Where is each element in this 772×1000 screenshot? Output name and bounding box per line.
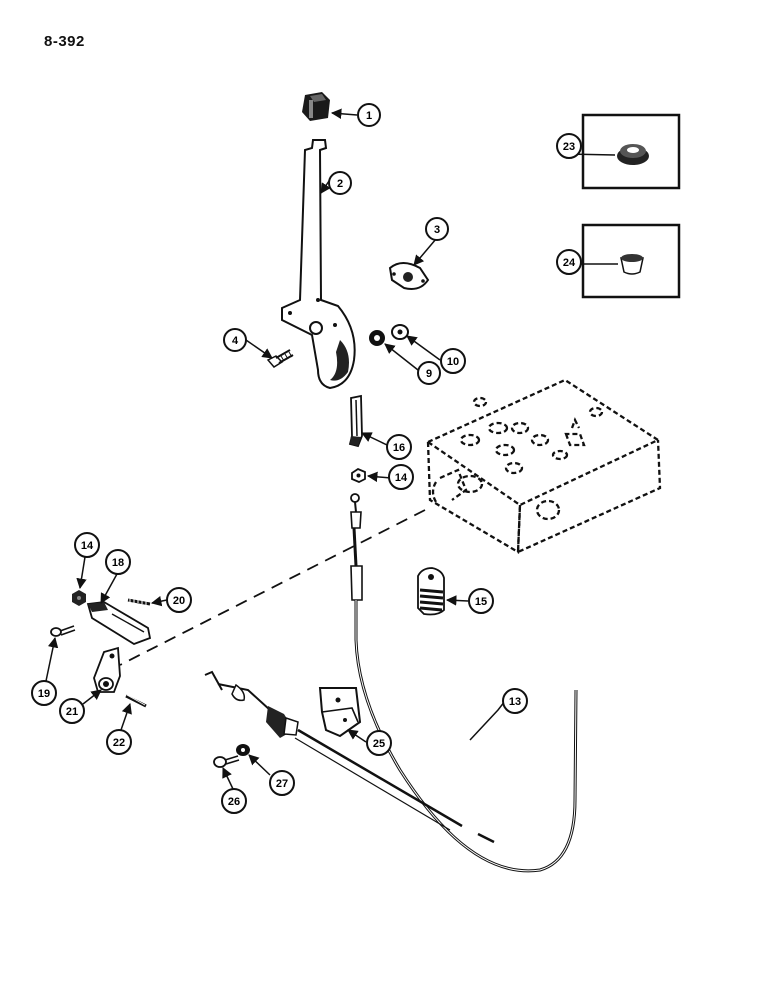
callout-4: 4 bbox=[223, 328, 247, 352]
svg-text:25: 25 bbox=[373, 738, 385, 750]
lever-icon bbox=[281, 139, 356, 390]
svg-text:27: 27 bbox=[276, 778, 288, 790]
inset-box-24 bbox=[581, 223, 681, 299]
callout-14b: 14 bbox=[74, 532, 100, 558]
svg-text:18: 18 bbox=[112, 557, 124, 569]
callout-20: 20 bbox=[166, 587, 192, 613]
valve-body bbox=[425, 378, 662, 554]
callout-24: 24 bbox=[556, 249, 582, 275]
callout-14a: 14 bbox=[388, 464, 414, 490]
svg-text:2: 2 bbox=[337, 178, 343, 190]
boot-icon bbox=[417, 567, 445, 616]
callout-2: 2 bbox=[328, 171, 352, 195]
screw-icon bbox=[213, 755, 240, 768]
bracket-icon bbox=[318, 687, 362, 738]
callout-25: 25 bbox=[366, 730, 392, 756]
svg-text:1: 1 bbox=[366, 110, 372, 122]
svg-text:4: 4 bbox=[232, 335, 239, 347]
svg-text:14: 14 bbox=[81, 540, 94, 552]
callout-10: 10 bbox=[440, 348, 466, 374]
spring-pin-icon bbox=[127, 598, 151, 606]
nut-icon bbox=[72, 590, 86, 606]
plate-icon bbox=[388, 262, 430, 290]
arm-icon bbox=[86, 601, 152, 645]
svg-text:20: 20 bbox=[173, 595, 185, 607]
callout-1: 1 bbox=[357, 103, 381, 127]
grommet-icon bbox=[617, 144, 649, 165]
callout-9: 9 bbox=[417, 361, 441, 385]
callout-21: 21 bbox=[59, 698, 85, 724]
nut-icon bbox=[351, 467, 366, 483]
bolt-icon bbox=[266, 349, 294, 368]
clevis-icon bbox=[93, 646, 121, 693]
svg-text:24: 24 bbox=[563, 257, 576, 269]
callout-19: 19 bbox=[31, 680, 57, 706]
svg-text:26: 26 bbox=[228, 796, 240, 808]
svg-text:13: 13 bbox=[509, 696, 521, 708]
lockwasher-icon bbox=[369, 330, 385, 346]
callout-23: 23 bbox=[556, 133, 582, 159]
callout-22: 22 bbox=[106, 729, 132, 755]
page-code: 8-392 bbox=[44, 33, 85, 50]
callout-27: 27 bbox=[269, 770, 295, 796]
plug-icon bbox=[620, 254, 644, 275]
cable-icon bbox=[350, 493, 578, 873]
svg-text:23: 23 bbox=[563, 141, 575, 153]
svg-text:21: 21 bbox=[66, 706, 78, 718]
callout-15: 15 bbox=[468, 588, 494, 614]
washer-icon bbox=[236, 744, 250, 756]
leader-line bbox=[119, 509, 426, 666]
callout-3: 3 bbox=[425, 217, 449, 241]
washer-icon bbox=[391, 324, 409, 340]
svg-text:3: 3 bbox=[434, 224, 440, 236]
svg-text:9: 9 bbox=[426, 368, 432, 380]
callout-18: 18 bbox=[105, 549, 131, 575]
svg-text:14: 14 bbox=[395, 472, 408, 484]
callouts: 1 2 3 4 9 10 13 14 14 15 16 18 19 20 21 … bbox=[31, 103, 582, 814]
inset-box-23 bbox=[581, 113, 681, 190]
pin-icon bbox=[125, 694, 147, 708]
svg-text:16: 16 bbox=[393, 442, 405, 454]
svg-text:22: 22 bbox=[113, 737, 125, 749]
knob-icon bbox=[302, 92, 330, 121]
link-icon bbox=[348, 394, 363, 448]
cable-icon bbox=[204, 670, 495, 844]
screw-icon bbox=[50, 625, 76, 637]
callout-16: 16 bbox=[386, 434, 412, 460]
svg-text:15: 15 bbox=[475, 596, 487, 608]
svg-text:19: 19 bbox=[38, 688, 50, 700]
callout-26: 26 bbox=[221, 788, 247, 814]
svg-text:10: 10 bbox=[447, 356, 459, 368]
callout-13: 13 bbox=[502, 688, 528, 714]
